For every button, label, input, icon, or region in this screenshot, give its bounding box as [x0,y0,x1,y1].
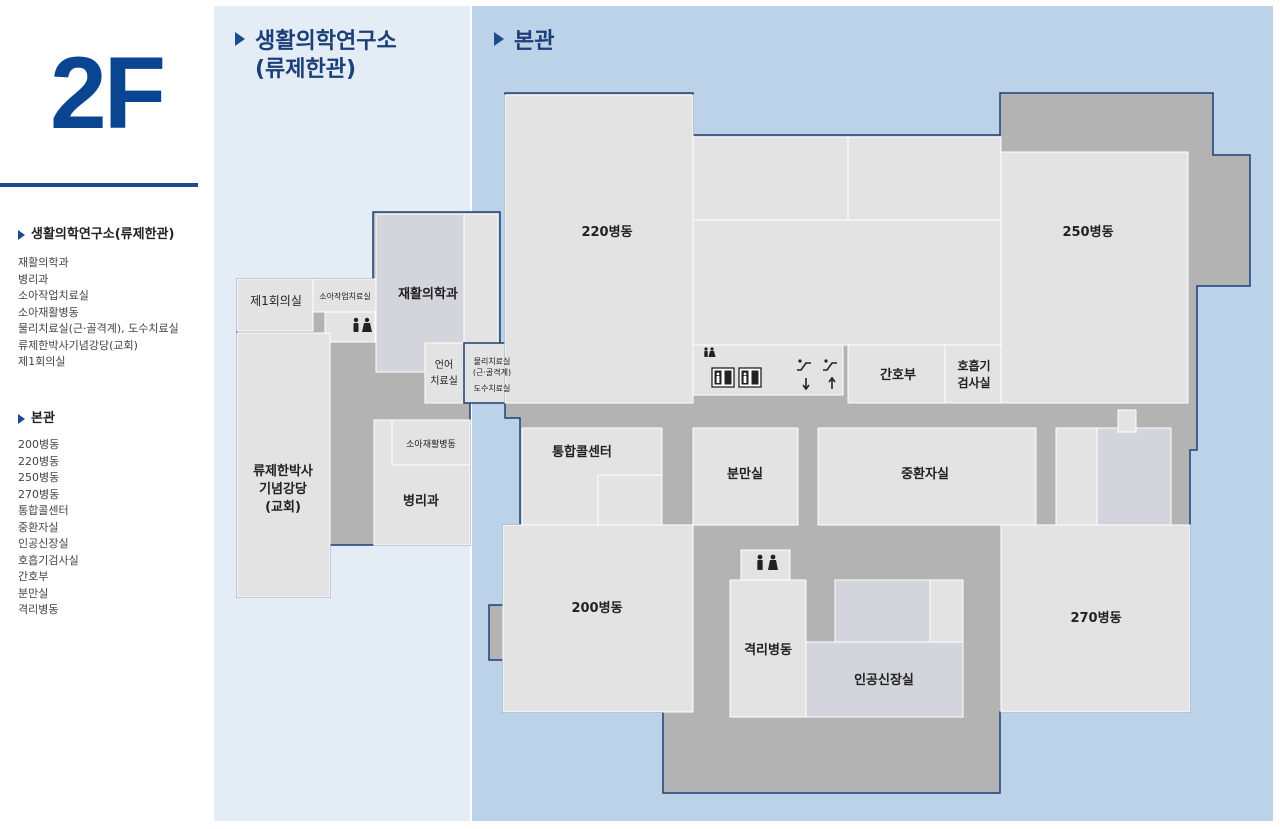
room-respiratory[interactable] [944,344,1002,404]
label-ward-270: 270병동 [1070,610,1121,626]
room-conference[interactable] [236,278,314,332]
label-hall-3: (교회) [265,499,301,515]
legend-item[interactable]: 270병동 [18,487,60,501]
legend-item[interactable]: 제1회의실 [18,355,66,368]
legend-item[interactable]: 인공신장실 [18,537,69,550]
restroom-icon [704,347,716,357]
center-block [692,219,1002,346]
room-isolation[interactable] [729,579,807,718]
callcenter-annex [597,474,663,526]
label-ped-ward: 소아재활병동 [406,438,456,450]
legend-item[interactable]: 200병동 [18,438,60,451]
room-icu[interactable] [817,427,1037,526]
ward-270[interactable] [1000,524,1191,713]
restroom-icon [757,554,778,570]
floor-label: 2F [50,36,166,150]
ward-250[interactable] [1000,151,1189,404]
legend-item[interactable]: 분만실 [18,586,49,600]
room-speech[interactable] [424,342,465,404]
room-delivery[interactable] [692,427,799,526]
elevator-icon [711,367,735,388]
label-speech-2: 치료실 [430,375,458,387]
room-nursing[interactable] [847,344,946,404]
label-delivery: 분만실 [727,466,763,482]
label-ward-250: 250병동 [1062,224,1113,240]
label-manual: 도수치료실 [474,383,511,393]
legend-item[interactable]: 소아재활병동 [18,305,79,319]
escalator-up-icon [823,359,837,389]
ward-220[interactable] [504,94,694,404]
label-pathology: 병리과 [403,493,439,509]
ward-270-side [1096,427,1172,526]
building-a [236,211,520,598]
label-rehab: 재활의학과 [398,286,458,302]
triangle-icon [494,32,504,46]
legend-item[interactable]: 류제한박사기념강당(교회) [18,338,138,352]
building-b [488,92,1251,794]
label-resp-2: 검사실 [957,375,990,390]
restroom-area-b [740,549,791,581]
legend-item[interactable]: 220병동 [18,454,60,468]
legend-item[interactable]: 소아작업치료실 [18,289,89,302]
room-dialysis[interactable] [805,641,964,718]
ward-250-annex [847,136,1002,221]
label-speech-1: 언어 [435,359,453,371]
legend-section-a: 생활의학연구소(류제한관) 재활의학과 병리과 소아작업치료실 소아재활병동 물… [18,223,213,371]
label-conference: 제1회의실 [250,294,302,308]
legend-list-b: 200병동 220병동 250병동 270병동 통합콜센터 중환자실 인공신장실… [18,437,213,619]
building-b-title: 본관 [494,28,554,56]
escalator-down-icon [797,359,811,391]
label-callcenter: 통합콜센터 [552,444,612,460]
label-hall-2: 기념강당 [259,481,307,497]
building-a-title: 생활의학연구소 (류제한관) [235,28,397,84]
label-ward-200: 200병동 [571,600,622,616]
legend-item[interactable]: 호흡기검사실 [18,553,79,567]
label-icu: 중환자실 [901,466,949,482]
ward-270-tab [1117,409,1137,433]
legend-item[interactable]: 병리과 [18,272,49,286]
legend-item[interactable]: 간호부 [18,570,49,583]
triangle-icon [18,413,25,424]
triangle-icon [18,229,25,240]
label-dialysis: 인공신장실 [854,672,914,688]
legend-item[interactable]: 물리치료실(근·골격계), 도수치료실 [18,322,179,335]
legend-item[interactable]: 250병동 [18,471,60,484]
legend-list-a: 재활의학과 병리과 소아작업치료실 소아재활병동 물리치료실(근·골격계), 도… [18,255,213,371]
legend-item[interactable]: 통합콜센터 [18,504,69,517]
label-physio-2: (근·골격계) [473,367,511,377]
legend-title-b: 본관 [18,407,213,426]
triangle-icon [235,32,245,46]
label-physio-1: 물리치료실 [474,356,511,366]
legend-item[interactable]: 중환자실 [18,520,59,534]
label-hall-1: 류제한박사 [253,463,313,479]
label-ward-220: 220병동 [581,224,632,240]
label-ped-ot: 소아작업치료실 [319,291,371,301]
legend-item[interactable]: 격리병동 [18,603,59,616]
elevator-icon [738,367,762,388]
legend-item[interactable]: 재활의학과 [18,256,69,269]
divider [0,183,198,187]
label-isolation: 격리병동 [744,642,792,658]
room-memorial-hall[interactable] [236,332,331,598]
legend-title-a: 생활의학연구소(류제한관) [18,223,213,242]
restroom-icon [353,317,372,332]
room-ped-ward[interactable] [391,419,471,466]
label-nursing: 간호부 [880,367,916,383]
legend-section-b: 본관 200병동 220병동 250병동 270병동 통합콜센터 중환자실 인공… [18,407,213,619]
ward-200[interactable] [502,524,694,713]
label-resp-1: 호흡기 [957,358,990,373]
ward-220-annex [692,136,849,221]
dialysis-side [929,579,964,643]
